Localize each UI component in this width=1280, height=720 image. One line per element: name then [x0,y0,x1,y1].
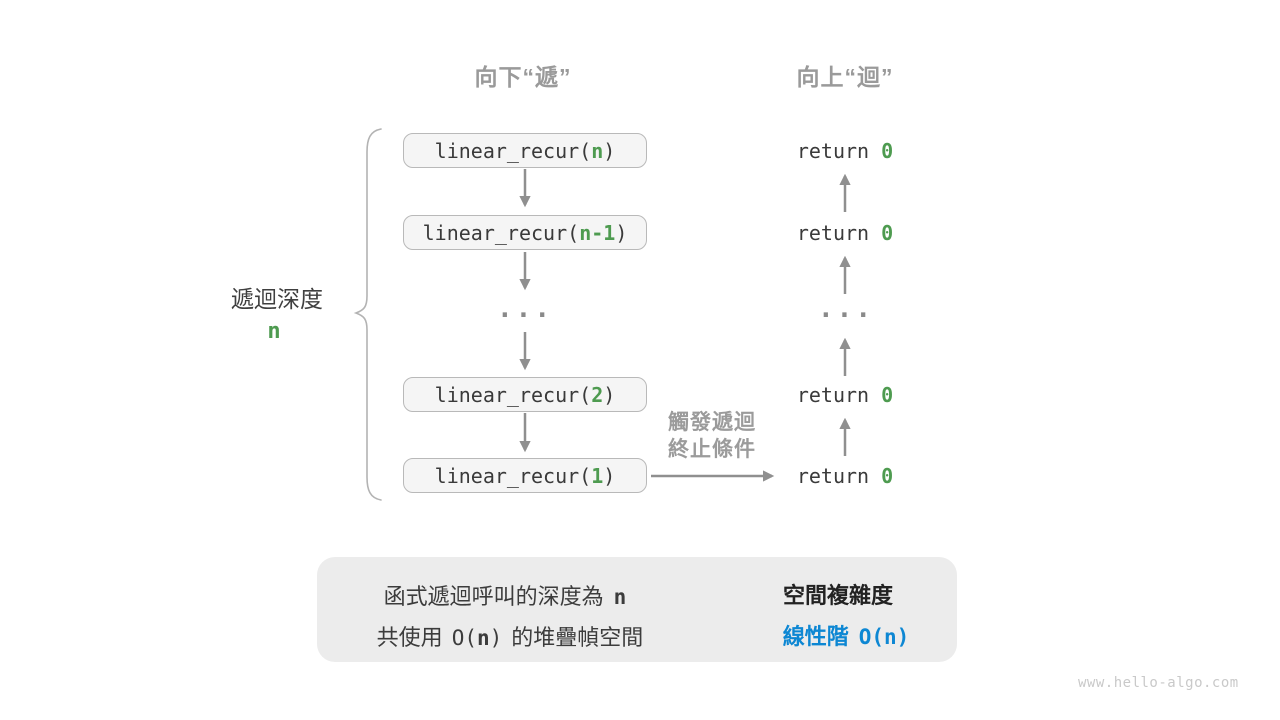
call-text: linear_recur( [434,382,592,407]
call-text-close: ) [603,382,616,407]
return-ellipsis: ... [818,294,874,324]
call-text-close: ) [603,463,616,488]
return-row-3: return 0 [797,383,893,407]
call-arg: 1 [591,463,604,488]
call-arg: n [591,138,604,163]
return-value: 0 [881,464,894,488]
call-text: linear_recur( [434,138,592,163]
return-value: 0 [881,139,894,163]
summary-line1-variable: n [613,585,627,609]
depth-label: 遞迴深度 [231,286,323,312]
summary-line2-post: 的堆疊幀空間 [511,625,644,650]
base-case-label-line1: 觸發遞迴 [668,411,756,434]
call-text: linear_recur( [434,463,592,488]
depth-variable: n [267,319,281,344]
return-row-4: return 0 [797,464,893,488]
summary-line2-variable: n [476,626,490,650]
space-complexity-result: 線性階 O(n) [783,619,910,651]
summary-panel [317,557,957,662]
summary-line1-text: 函式遞迴呼叫的深度為 [383,584,604,609]
result-big-o: O(n) [858,625,910,649]
call-ellipsis: ... [497,294,553,324]
return-row-1: return 0 [797,139,893,163]
result-order-label: 線性階 [782,624,849,649]
watermark-url: www.hello-algo.com [1078,675,1239,691]
summary-big-o-close: ) [489,626,503,650]
space-complexity-title: 空間複雜度 [782,583,894,608]
call-box-n-1: linear_recur(n-1) [403,215,647,250]
call-text: linear_recur( [422,220,580,245]
return-keyword: return [796,221,870,245]
return-keyword: return [796,383,870,407]
summary-left-line2: 共使用 O(n) 的堆疊幀空間 [377,620,644,652]
call-text-close: ) [615,220,628,245]
base-case-label-line2: 終止條件 [668,438,756,461]
header-upward-return: 向上“迴” [796,64,894,90]
header-downward-recurse: 向下“遞” [474,64,572,90]
summary-big-o-open: O( [451,626,477,650]
call-arg: n-1 [579,220,616,245]
return-value: 0 [881,221,894,245]
call-arg: 2 [591,382,604,407]
call-box-n: linear_recur(n) [403,133,647,168]
return-keyword: return [796,139,870,163]
depth-brace [353,128,382,501]
call-box-1: linear_recur(1) [403,458,647,493]
return-keyword: return [796,464,870,488]
summary-line2-pre: 共使用 [376,625,443,650]
return-value: 0 [881,383,894,407]
call-box-2: linear_recur(2) [403,377,647,412]
call-text-close: ) [603,138,616,163]
summary-left-line1: 函式遞迴呼叫的深度為 n [384,579,627,611]
return-row-2: return 0 [797,221,893,245]
